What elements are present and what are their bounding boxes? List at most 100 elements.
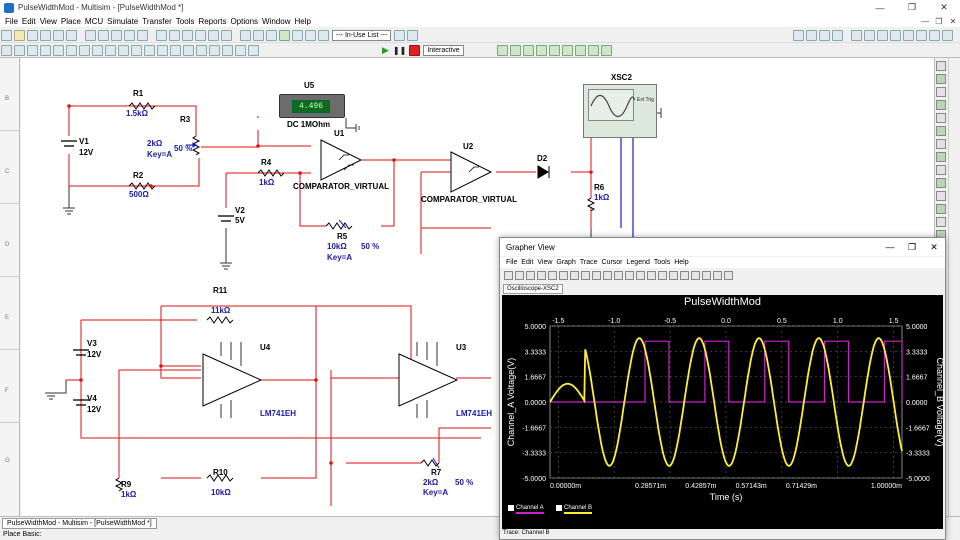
parent-icon[interactable] bbox=[305, 29, 316, 41]
erc-icon[interactable] bbox=[394, 29, 406, 41]
paste-icon[interactable] bbox=[111, 29, 122, 41]
design-toolbox-icon[interactable] bbox=[240, 29, 251, 41]
cmos-component-icon[interactable] bbox=[79, 44, 90, 56]
help-icon[interactable] bbox=[407, 29, 419, 41]
probe-c-icon[interactable] bbox=[522, 44, 534, 56]
grapher-menu-edit[interactable]: Edit bbox=[521, 259, 534, 266]
transistor-component-icon[interactable] bbox=[40, 44, 51, 56]
probe-e-icon[interactable] bbox=[548, 44, 560, 56]
tab-pulsewidthmod[interactable]: PulseWidthMod - Multisim - [PulseWidthMo… bbox=[2, 518, 157, 529]
legend-checkbox-b[interactable] bbox=[556, 505, 562, 511]
grapher-open-icon[interactable] bbox=[504, 270, 513, 280]
grapher-color-icon[interactable] bbox=[713, 270, 722, 280]
doc-close-button[interactable]: ✕ bbox=[949, 16, 957, 26]
rf-component-icon[interactable] bbox=[170, 44, 181, 56]
open-folder-icon[interactable] bbox=[14, 29, 25, 41]
grapher-zoom-out-icon[interactable] bbox=[625, 270, 634, 280]
tool-g-icon[interactable] bbox=[929, 29, 940, 41]
grapher-transfer-icon[interactable] bbox=[724, 270, 733, 280]
ttl-component-icon[interactable] bbox=[66, 44, 77, 56]
misc-component-icon[interactable] bbox=[144, 44, 155, 56]
oscilloscope-icon[interactable] bbox=[936, 100, 946, 110]
grapher-reverse-icon[interactable] bbox=[702, 270, 711, 280]
grapher-menu-legend[interactable]: Legend bbox=[626, 259, 650, 266]
function-generator-icon[interactable] bbox=[936, 74, 946, 84]
grapher-menu-tools[interactable]: Tools bbox=[653, 259, 671, 266]
tool-a-icon[interactable] bbox=[851, 29, 862, 41]
grapher-minimize-button[interactable]: — bbox=[885, 242, 895, 252]
grapher-icon[interactable] bbox=[279, 29, 290, 41]
doc-minimize-button[interactable]: — bbox=[921, 16, 929, 26]
parent-sheet-icon[interactable] bbox=[169, 29, 180, 41]
new-file-icon[interactable] bbox=[1, 29, 12, 41]
connector-icon[interactable] bbox=[209, 44, 220, 56]
spreadsheet-view-icon[interactable] bbox=[253, 29, 264, 41]
grapher-view-window[interactable]: Grapher View — ❐ ✕ File Edit View Graph … bbox=[499, 237, 946, 540]
menu-place[interactable]: Place bbox=[60, 16, 81, 26]
tool-e-icon[interactable] bbox=[903, 29, 914, 41]
power-component-icon[interactable] bbox=[131, 44, 142, 56]
grapher-paste-icon[interactable] bbox=[548, 270, 557, 280]
tool-d-icon[interactable] bbox=[890, 29, 901, 41]
indicator-component-icon[interactable] bbox=[118, 44, 129, 56]
spice-netlist-icon[interactable] bbox=[266, 29, 277, 41]
print-preview-icon[interactable] bbox=[66, 29, 77, 41]
four-channel-scope-icon[interactable] bbox=[936, 113, 946, 123]
tool-b-icon[interactable] bbox=[864, 29, 875, 41]
grapher-pan-icon[interactable] bbox=[669, 270, 678, 280]
bus-icon[interactable] bbox=[248, 44, 259, 56]
grapher-copy-icon[interactable] bbox=[537, 270, 546, 280]
close-button[interactable]: ✕ bbox=[940, 2, 948, 12]
probe-a-icon[interactable] bbox=[496, 44, 508, 56]
grapher-cut-icon[interactable] bbox=[526, 270, 535, 280]
grapher-properties-icon[interactable] bbox=[647, 270, 656, 280]
interactive-mode-select[interactable]: Interactive bbox=[423, 44, 464, 56]
distortion-analyzer-icon[interactable] bbox=[936, 204, 946, 214]
menu-transfer[interactable]: Transfer bbox=[142, 16, 172, 26]
zoom-sheet-icon[interactable] bbox=[221, 29, 232, 41]
probe-i-icon[interactable] bbox=[600, 44, 612, 56]
logic-converter-icon[interactable] bbox=[936, 165, 946, 175]
menu-view[interactable]: View bbox=[39, 16, 57, 26]
oscilloscope-xsc2[interactable]: Ext Trig bbox=[583, 84, 657, 138]
grapher-legend-icon[interactable] bbox=[581, 270, 590, 280]
run-simulation-icon[interactable]: ▶ bbox=[382, 44, 389, 55]
menu-edit[interactable]: Edit bbox=[21, 16, 36, 26]
legend-channel-a[interactable]: Channel A bbox=[508, 505, 544, 514]
probe-d-icon[interactable] bbox=[535, 44, 547, 56]
grapher-menu-help[interactable]: Help bbox=[674, 259, 689, 266]
grapher-export-icon[interactable] bbox=[658, 270, 667, 280]
legend-channel-b[interactable]: Channel B bbox=[556, 505, 592, 514]
menu-help[interactable]: Help bbox=[294, 16, 311, 26]
word-generator-icon[interactable] bbox=[936, 152, 946, 162]
open-samples-icon[interactable] bbox=[27, 29, 38, 41]
menu-tools[interactable]: Tools bbox=[175, 16, 195, 26]
grapher-print-icon[interactable] bbox=[559, 270, 568, 280]
zoom-area-icon[interactable] bbox=[208, 29, 219, 41]
grapher-menu-view[interactable]: View bbox=[537, 259, 553, 266]
zoom-in-right-icon[interactable] bbox=[793, 29, 804, 41]
ni-component-icon[interactable] bbox=[196, 44, 207, 56]
basic-component-icon[interactable] bbox=[14, 44, 25, 56]
misc-digital-icon[interactable] bbox=[92, 44, 103, 56]
advanced-peripherals-icon[interactable] bbox=[157, 44, 168, 56]
print-icon[interactable] bbox=[53, 29, 64, 41]
menu-reports[interactable]: Reports bbox=[198, 16, 227, 26]
grapher-overlay-icon[interactable] bbox=[691, 270, 700, 280]
tool-f-icon[interactable] bbox=[916, 29, 927, 41]
grapher-zoom-in-icon[interactable] bbox=[614, 270, 623, 280]
iv-analyzer-icon[interactable] bbox=[936, 191, 946, 201]
probe-h-icon[interactable] bbox=[587, 44, 599, 56]
grapher-grid-icon[interactable] bbox=[570, 270, 579, 280]
in-use-list-select[interactable]: --- In-Use List --- bbox=[332, 29, 392, 41]
cut-icon[interactable] bbox=[85, 29, 96, 41]
grapher-cursor-icon[interactable] bbox=[592, 270, 601, 280]
zoom-in-icon[interactable] bbox=[182, 29, 193, 41]
diode-component-icon[interactable] bbox=[27, 44, 38, 56]
database-manager-icon[interactable] bbox=[318, 29, 329, 41]
toggle-fullscreen-icon[interactable] bbox=[156, 29, 167, 41]
restore-button[interactable]: ❐ bbox=[907, 2, 917, 12]
legend-checkbox-a[interactable] bbox=[508, 505, 514, 511]
grapher-maximize-button[interactable]: ❐ bbox=[907, 241, 917, 252]
source-component-icon[interactable] bbox=[1, 44, 12, 56]
